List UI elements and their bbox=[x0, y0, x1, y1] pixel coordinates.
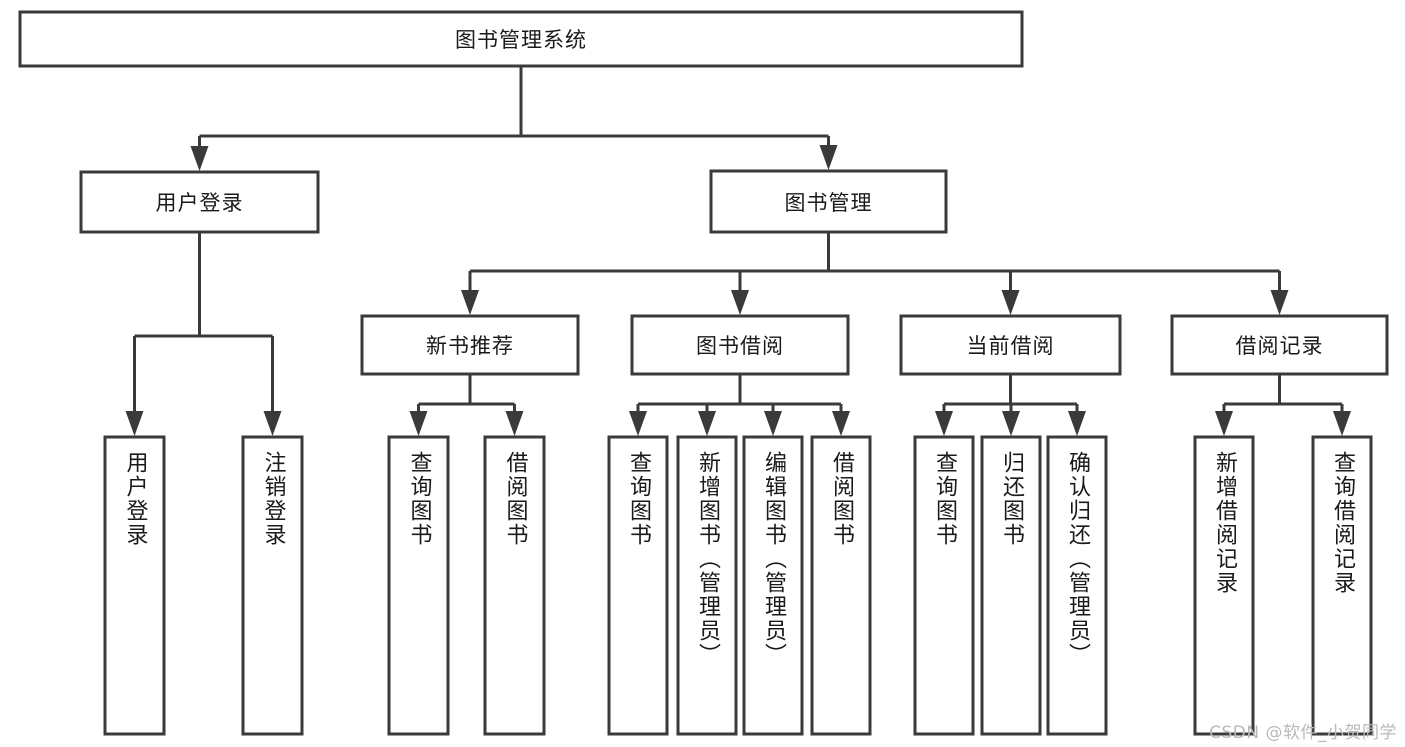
node-box-leaf-edit-book[interactable] bbox=[742, 435, 804, 736]
node-box-leaf-user-login[interactable] bbox=[103, 435, 166, 736]
arrow-head-icon bbox=[1001, 290, 1020, 315]
nodes-layer bbox=[18, 10, 1389, 736]
arrow-head-icon bbox=[505, 411, 524, 436]
arrow-head-icon bbox=[731, 290, 749, 315]
node-box-leaf-query-book-current[interactable] bbox=[913, 435, 975, 736]
arrow-head-icon bbox=[832, 411, 850, 436]
node-box-leaf-return-book[interactable] bbox=[980, 435, 1042, 736]
node-box-leaf-confirm-return[interactable] bbox=[1046, 435, 1108, 736]
arrow-head-icon bbox=[125, 411, 144, 436]
node-box-book-management[interactable] bbox=[709, 169, 948, 234]
arrow-head-icon bbox=[629, 411, 647, 436]
arrow-head-icon bbox=[764, 411, 782, 436]
arrow-head-icon bbox=[1002, 411, 1020, 436]
node-box-leaf-query-book-borrow[interactable] bbox=[607, 435, 669, 736]
node-box-leaf-add-record[interactable] bbox=[1193, 435, 1255, 736]
node-box-leaf-borrow-book[interactable] bbox=[810, 435, 872, 736]
node-box-leaf-borrow-book-rec[interactable] bbox=[483, 435, 546, 736]
arrow-head-icon bbox=[819, 145, 838, 170]
arrow-head-icon bbox=[409, 411, 428, 436]
arrow-head-icon bbox=[1068, 411, 1086, 436]
watermark-text: CSDN @软件_小贺同学 bbox=[1209, 723, 1397, 743]
arrow-head-icon bbox=[698, 411, 716, 436]
node-box-leaf-query-record[interactable] bbox=[1311, 435, 1373, 736]
arrow-head-icon bbox=[190, 146, 209, 171]
connectors-layer bbox=[125, 66, 1351, 436]
node-box-leaf-add-book[interactable] bbox=[676, 435, 738, 736]
arrow-head-icon bbox=[461, 290, 479, 315]
node-box-leaf-logout[interactable] bbox=[241, 435, 304, 736]
node-box-user-login[interactable] bbox=[79, 170, 320, 234]
arrow-head-icon bbox=[263, 411, 282, 436]
node-box-leaf-query-book-rec[interactable] bbox=[387, 435, 450, 736]
node-box-borrow-record[interactable] bbox=[1170, 314, 1389, 376]
arrow-head-icon bbox=[935, 411, 953, 436]
node-box-current-borrow[interactable] bbox=[899, 314, 1122, 376]
node-box-book-borrow[interactable] bbox=[630, 314, 850, 376]
arrow-head-icon bbox=[1215, 411, 1233, 436]
arrow-head-icon bbox=[1270, 290, 1289, 315]
node-box-root[interactable] bbox=[18, 10, 1024, 68]
node-box-new-book-recommend[interactable] bbox=[360, 314, 580, 376]
arrow-head-icon bbox=[1333, 411, 1351, 436]
